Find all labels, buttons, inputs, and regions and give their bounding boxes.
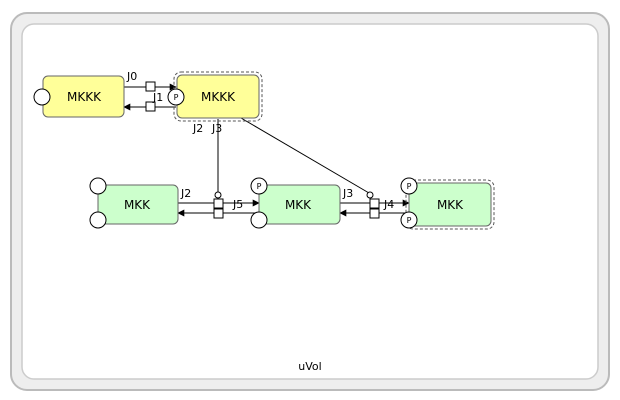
empty-port-icon	[89, 211, 107, 229]
node-label: MKKK	[67, 90, 102, 104]
join-label-j3-mid: J3	[342, 187, 353, 200]
compartment-label: uVol	[298, 360, 321, 373]
join-label-j0: J0	[126, 70, 137, 83]
species-node-mkkk-1[interactable]: MKKK	[33, 75, 125, 118]
join-label-j2-top: J2	[192, 122, 203, 135]
reaction-boxes	[145, 81, 380, 219]
join-label-j2-mid: J2	[180, 187, 191, 200]
catalysis-mark-j3	[366, 191, 374, 199]
phospho-port-icon	[400, 211, 418, 229]
reaction-box-j2[interactable]	[213, 198, 224, 209]
join-label-j1: J1	[152, 91, 163, 104]
node-label: MKK	[437, 198, 464, 212]
selection-outline	[405, 179, 495, 230]
species-node-mkk-1[interactable]: MKK	[89, 177, 179, 229]
reaction-box-j5[interactable]	[213, 208, 224, 219]
species-node-mkk-3[interactable]: P P MKK	[400, 177, 495, 230]
catalysis-mark-j2	[214, 191, 222, 199]
species-node-mkk-2[interactable]: P MKK	[250, 177, 341, 229]
empty-port-icon	[250, 211, 268, 229]
edge-mkkk-to-j3[interactable]	[240, 117, 370, 194]
node-box	[97, 184, 179, 225]
join-label-j3-top: J3	[211, 122, 222, 135]
node-box	[408, 182, 492, 227]
reaction-box-j1[interactable]	[145, 101, 156, 112]
port-label: P	[407, 182, 412, 191]
phospho-port-icon	[250, 177, 268, 195]
reaction-box-j4[interactable]	[369, 208, 380, 219]
join-label-j4: J4	[383, 198, 394, 211]
port-label: P	[257, 182, 262, 191]
node-label: MKKK	[201, 90, 236, 104]
reaction-box-j0[interactable]	[145, 81, 156, 92]
species-node-mkkk-2[interactable]: P MKKK	[167, 71, 263, 122]
empty-port-icon	[33, 88, 51, 106]
phospho-port-icon	[400, 177, 418, 195]
join-label-j5: J5	[232, 198, 243, 211]
empty-port-icon	[89, 177, 107, 195]
phospho-port-icon	[167, 88, 185, 106]
node-label: MKK	[285, 198, 312, 212]
reaction-box-j3[interactable]	[369, 198, 380, 209]
port-label: P	[174, 93, 179, 102]
node-box	[258, 184, 341, 225]
join-labels: J0 J1 J2 J3 J2 J5 J3 J4	[126, 70, 394, 211]
node-label: MKK	[124, 198, 151, 212]
selection-outline	[173, 71, 263, 122]
port-label: P	[407, 216, 412, 225]
